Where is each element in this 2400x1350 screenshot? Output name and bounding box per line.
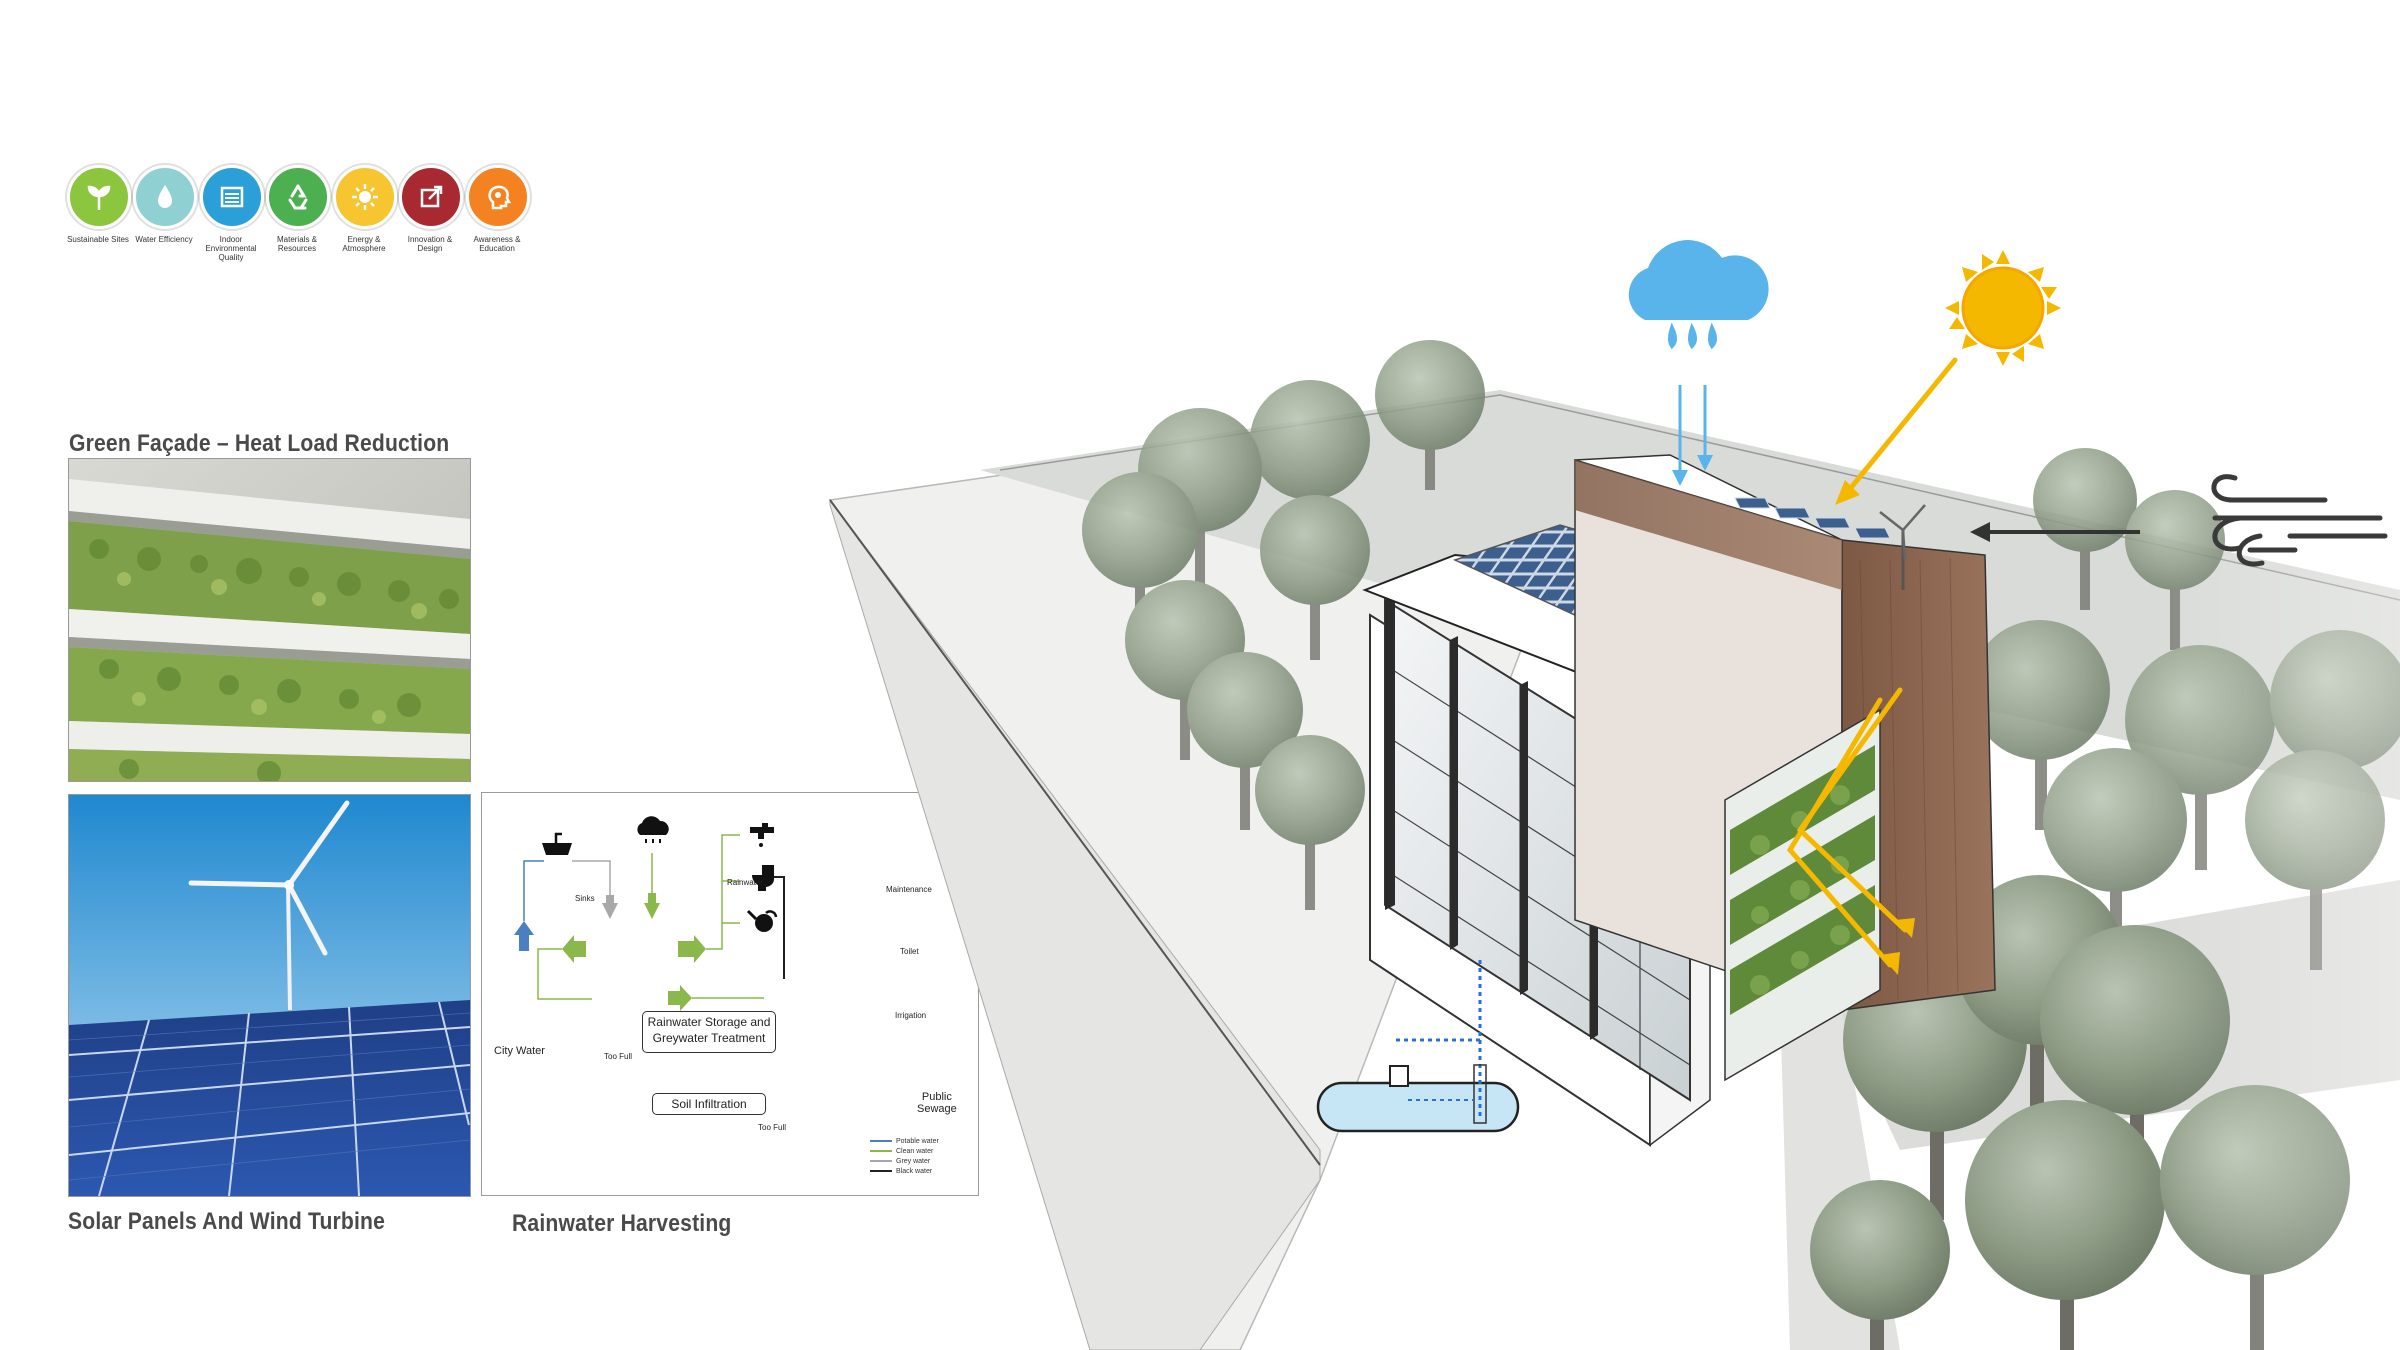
sink-icon [542, 832, 572, 855]
storage-line-1: Rainwater Storage and [647, 1015, 771, 1029]
innovation-icon [399, 165, 463, 229]
trees-left [1082, 340, 1485, 910]
green-facade-heading: Green Façade – Heat Load Reduction [69, 430, 450, 457]
building-illustration [828, 230, 2400, 1350]
badge-label: Materials & Resources [276, 235, 317, 253]
badge-energy-atmosphere: Energy & Atmosphere [333, 165, 397, 253]
irrigation-label: Irrigation [895, 1011, 927, 1020]
badge-label: Indoor Environmental Quality [205, 235, 257, 262]
rainwater-label: Rainwater [727, 878, 764, 887]
soil-infiltration-box: Soil Infiltration [652, 1093, 766, 1115]
too-full-label-2: Too Full [758, 1123, 787, 1132]
legend-potable: Potable water [870, 1138, 939, 1145]
sinks-label: Sinks [575, 894, 595, 903]
badge-water-efficiency: Water Efficiency [133, 165, 197, 244]
green-facade-photo [68, 458, 471, 782]
badge-label: Awareness & Education [473, 235, 521, 253]
sun-graphic-icon [1945, 250, 2061, 366]
rainwater-diagram: Sinks Rainwater Maintenance Toilet Irrig… [481, 792, 979, 1196]
badge-sustainable-sites: Sustainable Sites [67, 165, 131, 244]
rainwater-heading: Rainwater Harvesting [512, 1210, 732, 1237]
wind-icon [2211, 474, 2388, 567]
sunlight-arrows [1786, 357, 1958, 968]
badge-materials-resources: Materials & Resources [266, 165, 330, 253]
rain-cloud-icon [637, 816, 669, 843]
solar-wind-photo [68, 794, 471, 1197]
city-water-label: City Water [494, 1045, 545, 1057]
tap-icon [750, 823, 774, 847]
recycle-icon [266, 165, 330, 229]
too-full-label-1: Too Full [604, 1052, 633, 1061]
sun-icon [333, 165, 397, 229]
badge-awareness-education: Awareness & Education [466, 165, 530, 253]
solar-wind-heading: Solar Panels And Wind Turbine [68, 1208, 386, 1235]
roof-wind-turbine [1879, 504, 1926, 590]
maintenance-label: Maintenance [886, 885, 932, 894]
badge-label: Sustainable Sites [67, 235, 129, 244]
indoor-quality-icon [200, 165, 264, 229]
tower-solar-panels [1734, 497, 1891, 539]
legend-clean: Clean water [870, 1148, 933, 1155]
head-icon [466, 165, 530, 229]
badge-innovation-design: Innovation & Design [399, 165, 463, 253]
storage-treatment-box: Rainwater Storage and Greywater Treatmen… [642, 1011, 776, 1053]
sprout-icon [67, 165, 131, 229]
badge-indoor-environmental-quality: Indoor Environmental Quality [200, 165, 264, 262]
legend-grey: Grey water [870, 1158, 930, 1165]
toilet-label: Toilet [900, 947, 919, 956]
watering-can-icon [746, 909, 778, 932]
toilet-icon [752, 865, 774, 891]
rain-arrows [1678, 385, 1707, 470]
city-water-arrow [514, 921, 534, 935]
legend-black: Black water [870, 1168, 932, 1175]
badge-label: Water Efficiency [135, 235, 193, 244]
rainwater-tank [1316, 960, 1520, 1133]
water-drop-icon [133, 165, 197, 229]
badge-label: Innovation & Design [407, 235, 453, 253]
badge-label: Energy & Atmosphere [342, 235, 386, 253]
public-sewage-label: Public Sewage [917, 1091, 957, 1115]
storage-line-2: Greywater Treatment [652, 1031, 766, 1045]
cloud-rain-icon [1628, 240, 1769, 350]
